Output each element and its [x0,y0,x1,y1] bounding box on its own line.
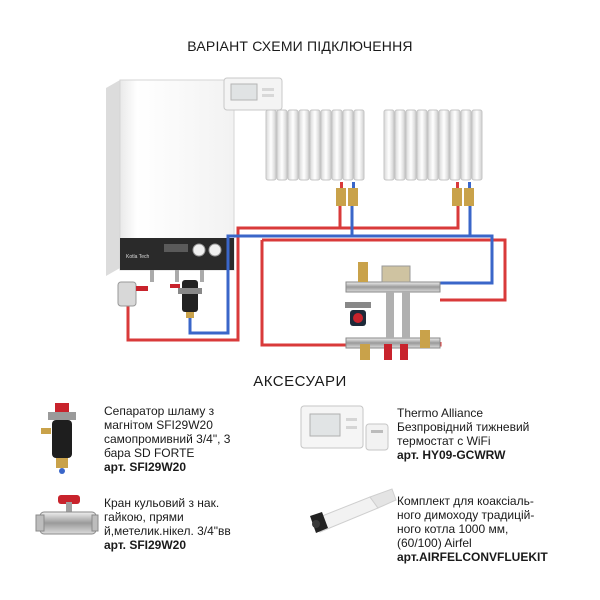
radiator-fin [353,109,365,181]
accessory-line: Безпровідний тижневий [397,420,530,434]
accessory-line: й,метелик.нікел. 3/4"вв [104,524,231,538]
thermostat-device [223,77,283,111]
sludge-separator-icon [41,403,76,474]
radiator-fin [449,109,461,181]
accessory-article: арт. SFI29W20 [104,460,187,474]
boiler-unit: Kotla Tech [106,79,235,282]
page-title: ВАРІАНТ СХЕМИ ПІДКЛЮЧЕННЯ [187,38,413,54]
radiator-fin [276,109,288,181]
accessory-ball-valve: Кран кульовий з нак. гайкою, прями й,мет… [104,496,294,552]
radiator-fin [438,109,450,181]
accessory-line: Thermo Alliance [397,406,484,420]
accessory-line: (60/100) Airfel [397,536,472,550]
boiler-brand-label: Kotla Tech [126,254,149,260]
sludge-separator-under-boiler [170,280,202,318]
radiator-fin [471,109,483,181]
accessory-line: ного котла 1000 мм, [397,522,509,536]
heating-manifold [345,262,441,360]
accessory-line: ного димоходу традицій- [397,508,535,522]
radiator-left [265,109,365,181]
radiator-fin [427,109,439,181]
accessory-sludge-separator: Сепаратор шламу з магнітом SFI29W20 само… [104,404,294,474]
radiator-fin [405,109,417,181]
accessories-heading: АКСЕСУАРИ [253,373,347,390]
accessory-line: магнітом SFI29W20 [104,418,213,432]
radiator-fin [394,109,406,181]
radiator-fin [460,109,472,181]
accessory-line: бара SD FORTE [104,446,195,460]
accessory-line: термостат с WiFi [397,434,491,448]
wifi-thermostat-icon [300,405,389,451]
radiator-fin [309,109,321,181]
accessory-line: самопромивний 3/4", 3 [104,432,231,446]
radiator-fin [298,109,310,181]
accessory-article: арт. SFI29W20 [104,538,187,552]
ball-valve-icon [35,495,99,535]
coaxial-flue-kit-icon [310,488,397,533]
accessory-wifi-thermostat: Thermo Alliance Безпровідний тижневий те… [397,406,597,462]
radiator-fin [287,109,299,181]
radiator-fin [320,109,332,181]
accessory-coaxial-flue-kit: Комплект для коаксіаль- ного димоходу тр… [397,494,597,564]
ball-valve-under-boiler [117,281,148,307]
radiator-fin [265,109,277,181]
accessory-line: Сепаратор шламу з [104,404,215,418]
accessory-line: гайкою, прями [104,510,184,524]
accessory-article: арт.AIRFELCONVFLUEKIT [397,550,548,564]
radiator-fin [383,109,395,181]
radiator-right [383,109,483,181]
radiator-valves [336,182,474,206]
return-pipes [188,205,494,335]
accessory-line: Кран кульовий з нак. [104,496,220,510]
accessory-article: арт. HY09-GCWRW [397,448,506,462]
accessory-line: Комплект для коаксіаль- [397,494,534,508]
radiator-fin [342,109,354,181]
radiator-fin [331,109,343,181]
radiator-fin [416,109,428,181]
